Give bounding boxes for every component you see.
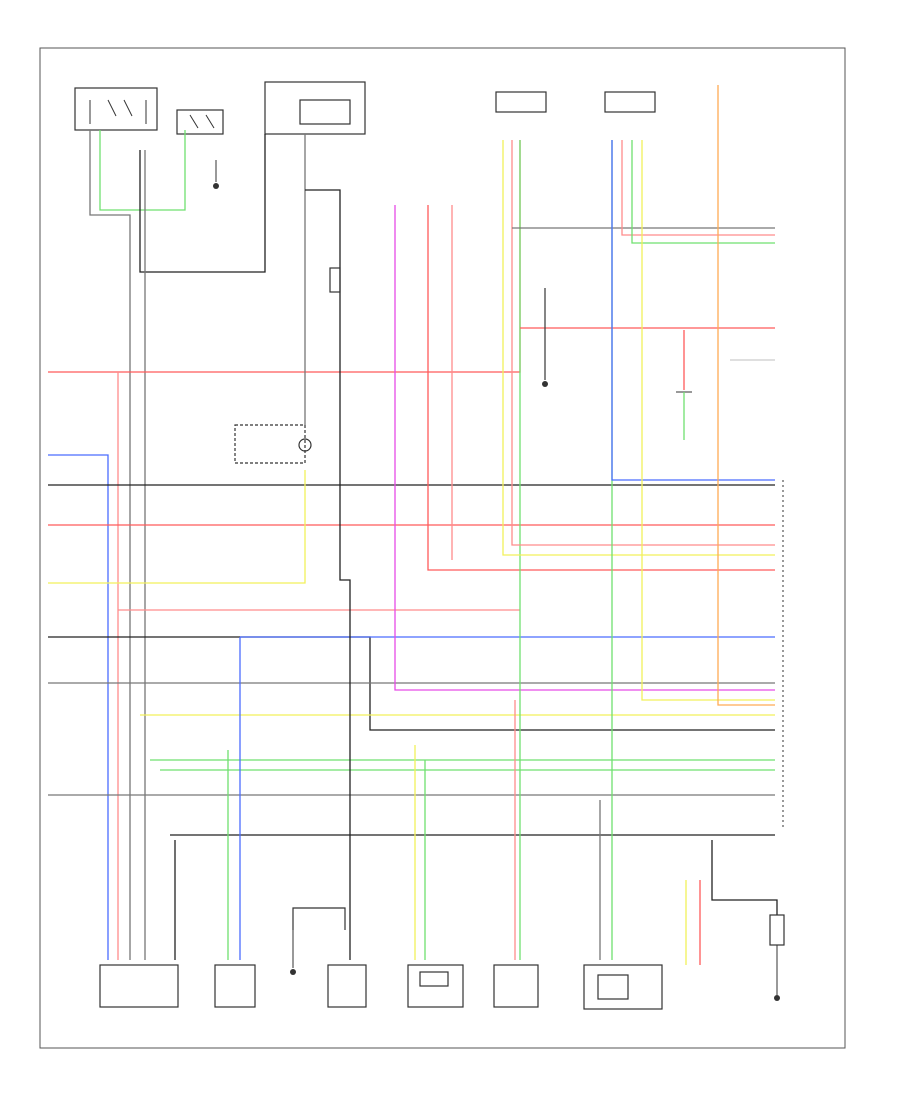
wire-yellow-35 (641, 140, 775, 701)
bottom-ground-3 (290, 907, 346, 975)
inline-resistor (329, 267, 341, 293)
wire-black-44 (711, 840, 778, 915)
wire-gray-2 (89, 130, 131, 960)
bottom-component-7 (583, 964, 663, 1010)
connector-block-b (604, 91, 656, 113)
wire-yellow-10 (48, 470, 306, 584)
wire-green-34 (631, 140, 775, 244)
wire-orange-36 (717, 85, 775, 706)
wire-yellow-27 (502, 140, 775, 556)
wire-group (48, 85, 778, 960)
bottom-component-2 (214, 964, 256, 1008)
wire-red-5 (48, 140, 521, 373)
bottom-component-8 (685, 880, 701, 965)
diagram-border (39, 47, 846, 1049)
bottom-component-6 (493, 964, 539, 1008)
wire-black-22 (305, 189, 351, 960)
wire-black-3 (139, 134, 266, 273)
top-relay-box (176, 109, 224, 135)
center-sensor (234, 424, 312, 464)
bottom-component-5 (407, 964, 464, 1008)
bottom-component-1 (99, 964, 179, 1008)
mid-right-switch (542, 288, 548, 387)
bottom-component-4 (327, 964, 367, 1008)
wire-pink-28 (511, 140, 775, 546)
wire-blue-7 (48, 454, 109, 960)
wire-pink-33 (621, 140, 775, 236)
wire-green-1 (99, 130, 186, 211)
wire-blue-32 (611, 140, 775, 481)
bottom-right-sensor (769, 914, 785, 1001)
wire-red-24 (427, 205, 775, 571)
wire-magenta-23 (394, 205, 775, 691)
top-center-module (264, 81, 366, 135)
ground-symbol-right (676, 330, 692, 440)
connector-block-a (495, 91, 547, 113)
top-left-switch (74, 87, 158, 131)
ground-symbol-top (213, 160, 219, 189)
